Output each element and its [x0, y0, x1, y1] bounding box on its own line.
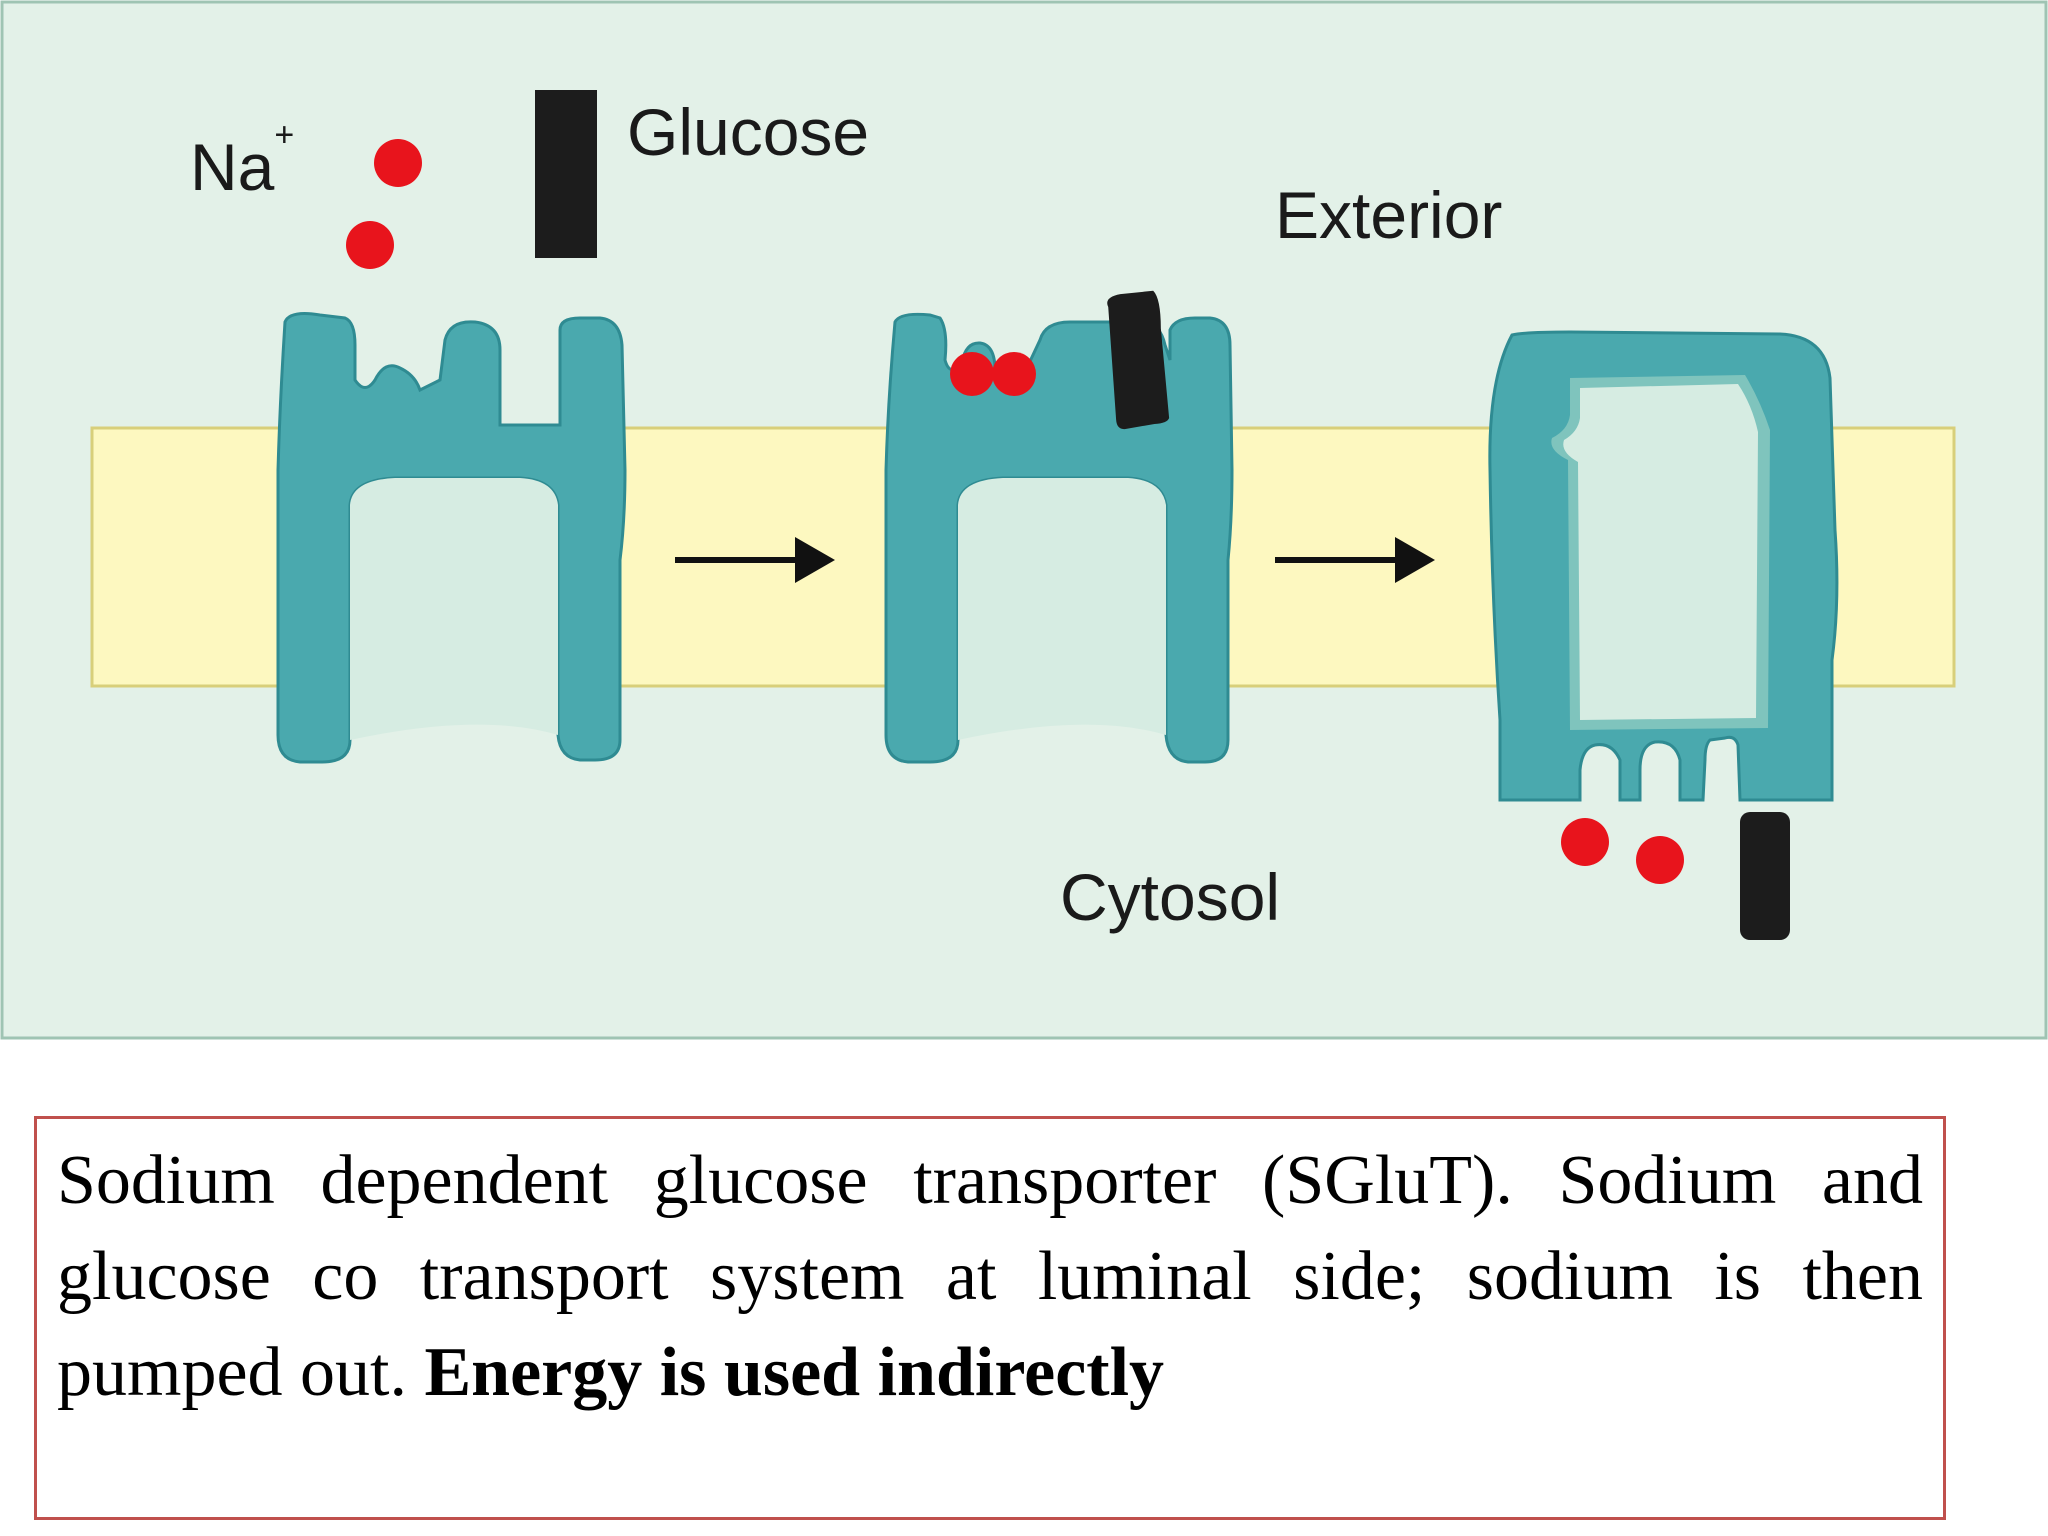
- transporter-open-inward: [1488, 330, 1839, 802]
- exterior-label: Exterior: [1275, 178, 1502, 252]
- sodium-label: Na+: [190, 116, 294, 204]
- caption-text: Sodium dependent glucose transporter (SG…: [57, 1142, 1923, 1411]
- arrow-step-1: [675, 537, 835, 583]
- glucose-molecule: [535, 90, 597, 258]
- transporter-bound: [884, 312, 1234, 764]
- glucose-molecule: [1740, 812, 1790, 940]
- sodium-ion: [346, 221, 394, 269]
- sodium-ion: [1561, 818, 1609, 866]
- sodium-charge-label: +: [274, 116, 294, 154]
- sodium-ion: [950, 352, 994, 396]
- cytosol-label: Cytosol: [1060, 860, 1280, 934]
- transporter-open-outward: [276, 312, 627, 764]
- sodium-ion: [992, 352, 1036, 396]
- sodium-ion: [1636, 836, 1684, 884]
- arrow-step-2: [1275, 537, 1435, 583]
- glucose-molecule: [1107, 290, 1170, 430]
- sodium-ion: [374, 139, 422, 187]
- glucose-label: Glucose: [627, 95, 869, 169]
- caption-box: Sodium dependent glucose transporter (SG…: [34, 1116, 1946, 1520]
- sglut-diagram: Na+ Glucose Exterior Cytosol: [0, 0, 2048, 1040]
- caption-emphasis: Energy is used indirectly: [424, 1334, 1165, 1411]
